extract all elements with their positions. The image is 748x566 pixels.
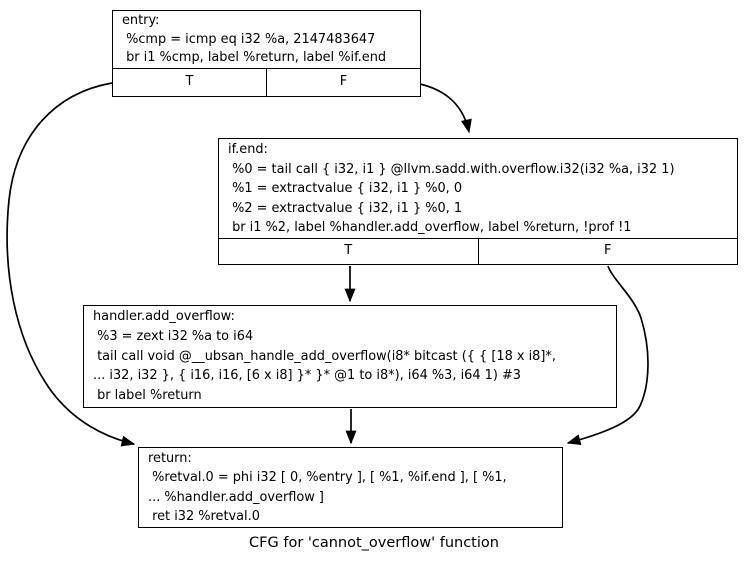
ir-line: ... %handler.add_overflow ] xyxy=(148,489,324,505)
ir-line: ret i32 %retval.0 xyxy=(148,508,260,524)
ir-line: %1 = extractvalue { i32, i1 } %0, 0 xyxy=(228,181,463,196)
node-return-code: return: %retval.0 = phi i32 [ 0, %entry … xyxy=(139,448,562,527)
edge-entry-true-to-return xyxy=(6,82,136,447)
entry-port-true: T xyxy=(185,74,194,89)
ir-line: ... i32, i32 }, { i16, i16, [6 x i8] }* … xyxy=(93,368,521,384)
cfg-node-handler-add-overflow: handler.add_overflow: %3 = zext i32 %a t… xyxy=(83,305,617,408)
ir-line: entry: xyxy=(122,13,160,28)
ifend-port-true: T xyxy=(344,243,353,258)
node-handler-code: handler.add_overflow: %3 = zext i32 %a t… xyxy=(84,306,616,407)
edge-ifend-false-to-return xyxy=(566,265,649,446)
cfg-node-entry: entry: %cmp = icmp eq i32 %a, 2147483647… xyxy=(112,10,421,97)
node-ifend-code: if.end: %0 = tail call { i32, i1 } @llvm… xyxy=(219,139,737,238)
ir-line: handler.add_overflow: xyxy=(93,309,235,324)
diagram-caption: CFG for 'cannot_overflow' function xyxy=(249,535,499,551)
ir-line: br i1 %cmp, label %return, label %if.end xyxy=(122,50,387,65)
ifend-port-false: F xyxy=(477,239,738,264)
ir-line: return: xyxy=(148,451,192,466)
ir-line: br label %return xyxy=(93,388,202,404)
ir-line: br i1 %2, label %handler.add_overflow, l… xyxy=(228,220,632,235)
entry-port-false: F xyxy=(266,69,420,96)
ir-line: if.end: xyxy=(228,142,268,157)
cfg-node-return: return: %retval.0 = phi i32 [ 0, %entry … xyxy=(138,447,563,528)
ir-line: %3 = zext i32 %a to i64 xyxy=(93,328,254,344)
edge-entry-false-to-ifend xyxy=(419,83,472,134)
ir-line: tail call void @__ubsan_handle_add_overf… xyxy=(93,348,556,364)
node-entry-code: entry: %cmp = icmp eq i32 %a, 2147483647… xyxy=(113,11,420,68)
cfg-node-ifend: if.end: %0 = tail call { i32, i1 } @llvm… xyxy=(218,138,738,265)
ir-line: %2 = extractvalue { i32, i1 } %0, 1 xyxy=(228,200,463,216)
ir-line: %cmp = icmp eq i32 %a, 2147483647 xyxy=(122,31,376,47)
ir-line: %retval.0 = phi i32 [ 0, %entry ], [ %1,… xyxy=(148,470,507,486)
ir-line: %0 = tail call { i32, i1 } @llvm.sadd.wi… xyxy=(228,161,675,177)
ifend-branch-ports: T F xyxy=(219,238,737,264)
entry-branch-ports: T F xyxy=(113,68,420,96)
